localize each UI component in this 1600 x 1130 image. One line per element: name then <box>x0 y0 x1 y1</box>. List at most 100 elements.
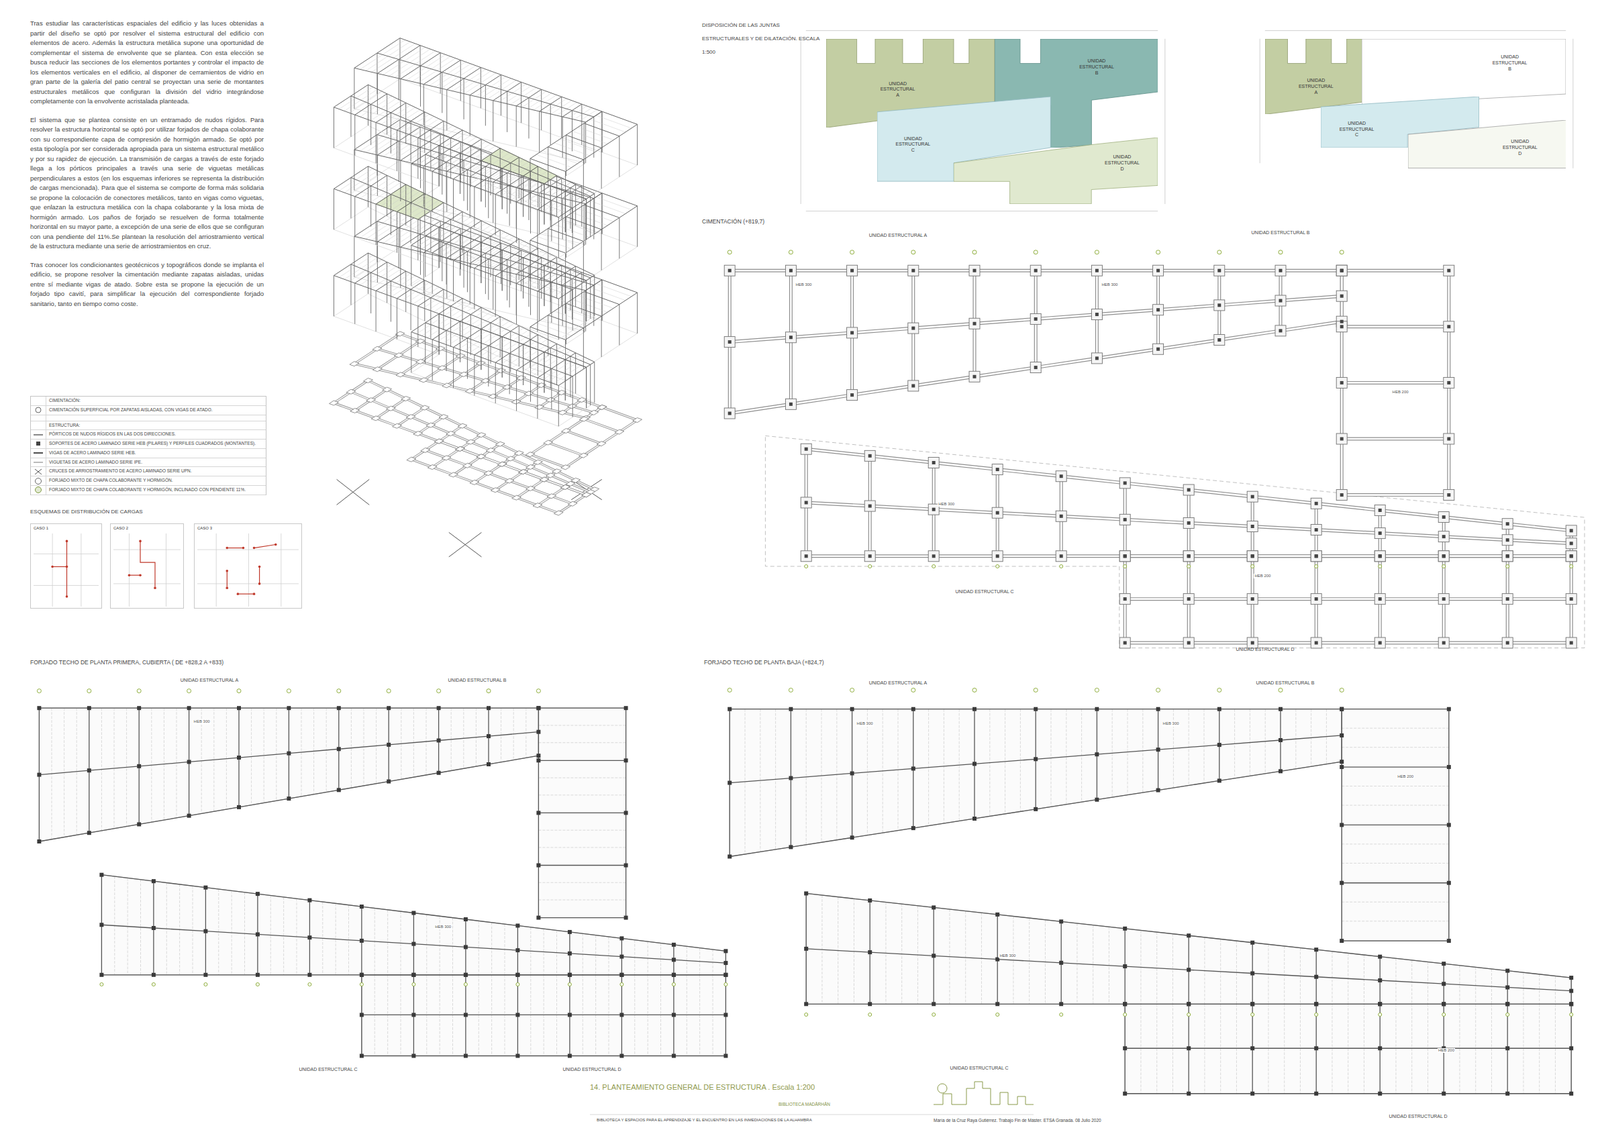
footing <box>578 453 588 458</box>
heb-column <box>1505 969 1510 974</box>
tie-beam <box>804 502 809 557</box>
tie-beam <box>1035 358 1097 368</box>
tie-beam-core <box>1379 555 1444 558</box>
heb-column <box>1094 797 1099 803</box>
heb-beam <box>465 975 466 1016</box>
column <box>424 280 425 322</box>
heb-beam <box>189 708 239 709</box>
heb-beam <box>974 809 1036 819</box>
foundation-plan <box>724 250 1585 649</box>
tie-beam <box>911 270 915 329</box>
tie-beam <box>1061 476 1125 484</box>
tie-beam <box>1443 554 1508 558</box>
foundation-beam <box>333 391 352 404</box>
footing <box>597 404 607 410</box>
joist <box>589 287 626 301</box>
heb-column <box>151 973 156 978</box>
tie-beam <box>973 323 977 377</box>
grid-axis-marker <box>286 689 291 694</box>
foundation-beam <box>442 355 461 368</box>
heb-beam <box>1096 708 1158 710</box>
footing <box>534 404 545 410</box>
heb-beam <box>1507 971 1509 988</box>
grid-axis-marker <box>255 983 260 987</box>
foundation-beam-core <box>509 481 531 489</box>
column-plate <box>1314 597 1319 601</box>
heb-column <box>1569 975 1574 980</box>
slab-outline <box>729 270 1449 495</box>
isolated-footing <box>908 380 919 392</box>
tie-beam-core <box>997 555 1062 558</box>
heb-beam <box>806 948 807 1005</box>
footing <box>539 477 549 482</box>
tie-beam <box>1378 599 1382 643</box>
tie-beam-core <box>851 270 854 333</box>
grid-axis-marker <box>911 250 916 255</box>
heb-beam <box>309 937 362 941</box>
foundation-beam-core <box>387 389 407 400</box>
tie-beam <box>974 367 1036 378</box>
heb-beam <box>869 900 871 953</box>
heb-beam <box>1341 824 1449 826</box>
tie-beam-core <box>1507 642 1572 645</box>
heb-beam <box>621 1055 674 1057</box>
isolated-footing <box>785 332 796 343</box>
heb-column <box>1033 757 1038 762</box>
ipe-joist <box>634 975 635 1057</box>
heb-beam <box>538 760 539 813</box>
heb-beam <box>465 1014 466 1056</box>
footing <box>438 414 449 420</box>
heb-beam <box>869 952 934 956</box>
heb-column <box>1569 989 1574 994</box>
footing <box>476 432 486 438</box>
tie-beam <box>1124 597 1189 601</box>
foundation-beam-core <box>530 488 552 496</box>
footing <box>553 510 564 516</box>
column-plate <box>1217 269 1221 273</box>
grid-axis-marker <box>850 687 855 692</box>
column <box>585 367 587 409</box>
heb-beam <box>1188 935 1253 943</box>
heb-beam <box>1571 1048 1572 1094</box>
heb-beam <box>913 708 975 710</box>
tie-beam-core <box>1448 326 1451 384</box>
foundation-beam <box>371 400 392 409</box>
grid-axis-marker <box>1187 1013 1191 1017</box>
foundation-beam-core <box>400 361 421 375</box>
heb-beam <box>869 900 934 908</box>
heb-beam <box>725 975 727 1016</box>
heb-beam <box>101 875 103 926</box>
column <box>502 336 503 378</box>
heb-beam <box>413 944 466 948</box>
ipe-joist <box>543 975 545 1057</box>
heb-beam <box>1341 883 1343 941</box>
heb-beam <box>101 974 154 976</box>
foundation-beam <box>528 393 551 400</box>
heb-beam <box>465 946 519 951</box>
foundation-beam <box>398 355 421 362</box>
heb-column <box>1094 752 1099 757</box>
footing <box>366 397 376 403</box>
foundation-beam-core <box>583 418 620 432</box>
isolated-footing <box>1438 551 1449 562</box>
column <box>543 352 545 394</box>
heb-beam <box>538 708 626 709</box>
heb-column <box>359 973 364 978</box>
tie-beam <box>1446 438 1451 496</box>
foundation-beam <box>523 471 545 480</box>
tie-beam <box>1507 540 1572 544</box>
heb-beam <box>438 708 489 709</box>
heb-beam <box>413 944 415 976</box>
column-plate <box>1378 508 1382 513</box>
ipe-joist <box>1475 1004 1476 1094</box>
heb-beam <box>89 766 139 771</box>
heb-beam <box>1252 973 1317 978</box>
heb-beam <box>569 953 623 958</box>
ipe-joist <box>1331 1004 1333 1094</box>
ipe-joist <box>647 975 649 1057</box>
footing <box>506 456 516 462</box>
heb-column <box>1505 1091 1510 1096</box>
tie-beam-core <box>1280 321 1342 331</box>
heb-column <box>136 706 141 711</box>
tie-beam-core <box>1507 555 1572 558</box>
